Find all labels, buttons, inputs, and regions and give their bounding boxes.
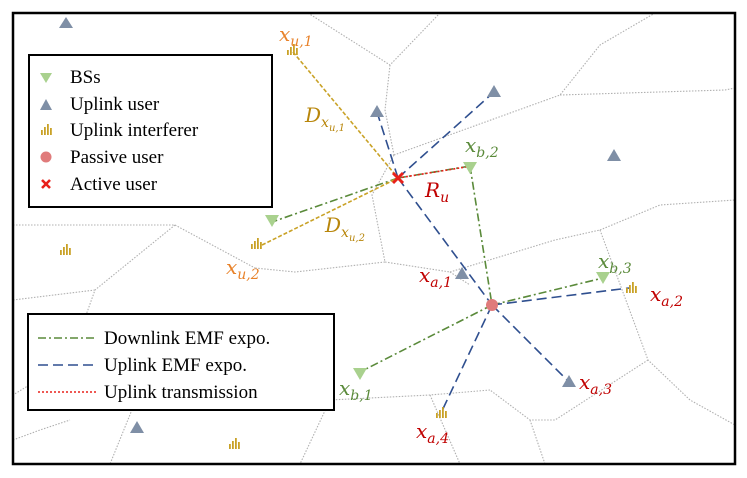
- bs-triangle-down-icon: [596, 272, 610, 284]
- diagram-frame: [11, 11, 737, 466]
- interferer-antenna-icon: [60, 244, 71, 255]
- label-xu1: xu,1: [279, 22, 313, 50]
- uplink-interferers: [60, 44, 637, 449]
- interferer-antenna-icon: [436, 407, 447, 418]
- label-du1: Dxu,1: [304, 103, 345, 134]
- uplink-user-triangle-icon: [370, 105, 384, 117]
- uplink-line-active-to-passive: [397, 177, 493, 306]
- uplink-line-passive-to-xa2: [491, 287, 630, 306]
- uplink-line-active-to-user-a: [376, 111, 399, 179]
- uplink-user-triangle-icon: [562, 375, 576, 387]
- label-xb1: xb,1: [339, 376, 373, 404]
- label-xb2: xb,2: [465, 133, 499, 161]
- uplink-users: [59, 17, 621, 433]
- label-xa1: xa,1: [419, 263, 452, 291]
- uplink-user-triangle-icon: [59, 17, 73, 28]
- bs-triangle-down-icon: [40, 73, 52, 83]
- uplink-transmission-line: [397, 165, 473, 179]
- legend-label-active-user: Active user: [70, 174, 158, 195]
- legend-label-downlink: Downlink EMF expo.: [104, 328, 270, 349]
- downlink-line-passive-to-xb3: [491, 277, 604, 306]
- interferer-antenna-icon: [229, 438, 240, 449]
- interferer-antenna-icon: [41, 124, 52, 135]
- passive-user-dot-icon: [486, 299, 498, 311]
- base-stations: [265, 162, 610, 380]
- legend-label-bss: BSs: [70, 67, 101, 88]
- legend-bottom: Downlink EMF expo. Uplink EMF expo. Upli…: [27, 313, 335, 411]
- label-ru: Ru: [424, 178, 449, 206]
- uplink-user-triangle-icon: [607, 149, 621, 161]
- label-xa2: xa,2: [650, 282, 683, 310]
- point-labels: xu,1 xu,2 Dxu,1 Dxu,2 Ru xb,2 xb,3 xb,1 …: [226, 22, 683, 447]
- downlink-line-passive-to-xb1: [359, 304, 493, 373]
- passive-user-dot-icon: [40, 151, 52, 163]
- interferer-antenna-icon: [626, 282, 637, 293]
- bs-triangle-down-icon: [463, 162, 477, 174]
- label-xb3: xb,3: [598, 249, 632, 277]
- downlink-line-active-to-bs1: [271, 177, 399, 223]
- bs-triangle-down-icon: [353, 368, 367, 380]
- uplink-user-triangle-icon: [487, 85, 501, 97]
- uplink-user-triangle-icon: [130, 421, 144, 433]
- active-user-cross-icon: [391, 171, 405, 185]
- distance-line-du2: [261, 177, 399, 246]
- legend-label-uplink-interferer: Uplink interferer: [70, 120, 199, 141]
- bs-triangle-down-icon: [265, 215, 279, 227]
- legend-top: BSs Uplink user Uplink interferer Passiv…: [28, 54, 273, 208]
- legend-label-uplink-user: Uplink user: [70, 94, 160, 115]
- label-du2: Dxu,2: [324, 213, 365, 244]
- active-user-cross-icon: [41, 179, 51, 189]
- uplink-user-triangle-icon: [40, 99, 52, 110]
- downlink-line-bs2-to-passive: [469, 165, 493, 306]
- interferer-antenna-icon: [287, 44, 298, 55]
- interference-distance-lines: [261, 51, 399, 246]
- legend-label-uplink: Uplink EMF expo.: [104, 355, 247, 376]
- interferer-antenna-icon: [251, 238, 262, 249]
- uplink-user-triangle-icon: [455, 267, 469, 279]
- label-xa4: xa,4: [416, 419, 449, 447]
- uplink-line-passive-to-xa3: [491, 304, 569, 382]
- label-xu2: xu,2: [226, 255, 260, 283]
- distance-line-du1: [292, 51, 399, 179]
- uplink-emf-lines: [376, 91, 630, 414]
- uplink-line-active-to-user-b: [397, 91, 495, 179]
- legend-label-passive-user: Passive user: [70, 147, 164, 168]
- uplink-line-passive-to-xa4: [440, 304, 493, 414]
- legend-label-transmission: Uplink transmission: [104, 382, 258, 403]
- label-xa3: xa,3: [579, 370, 612, 398]
